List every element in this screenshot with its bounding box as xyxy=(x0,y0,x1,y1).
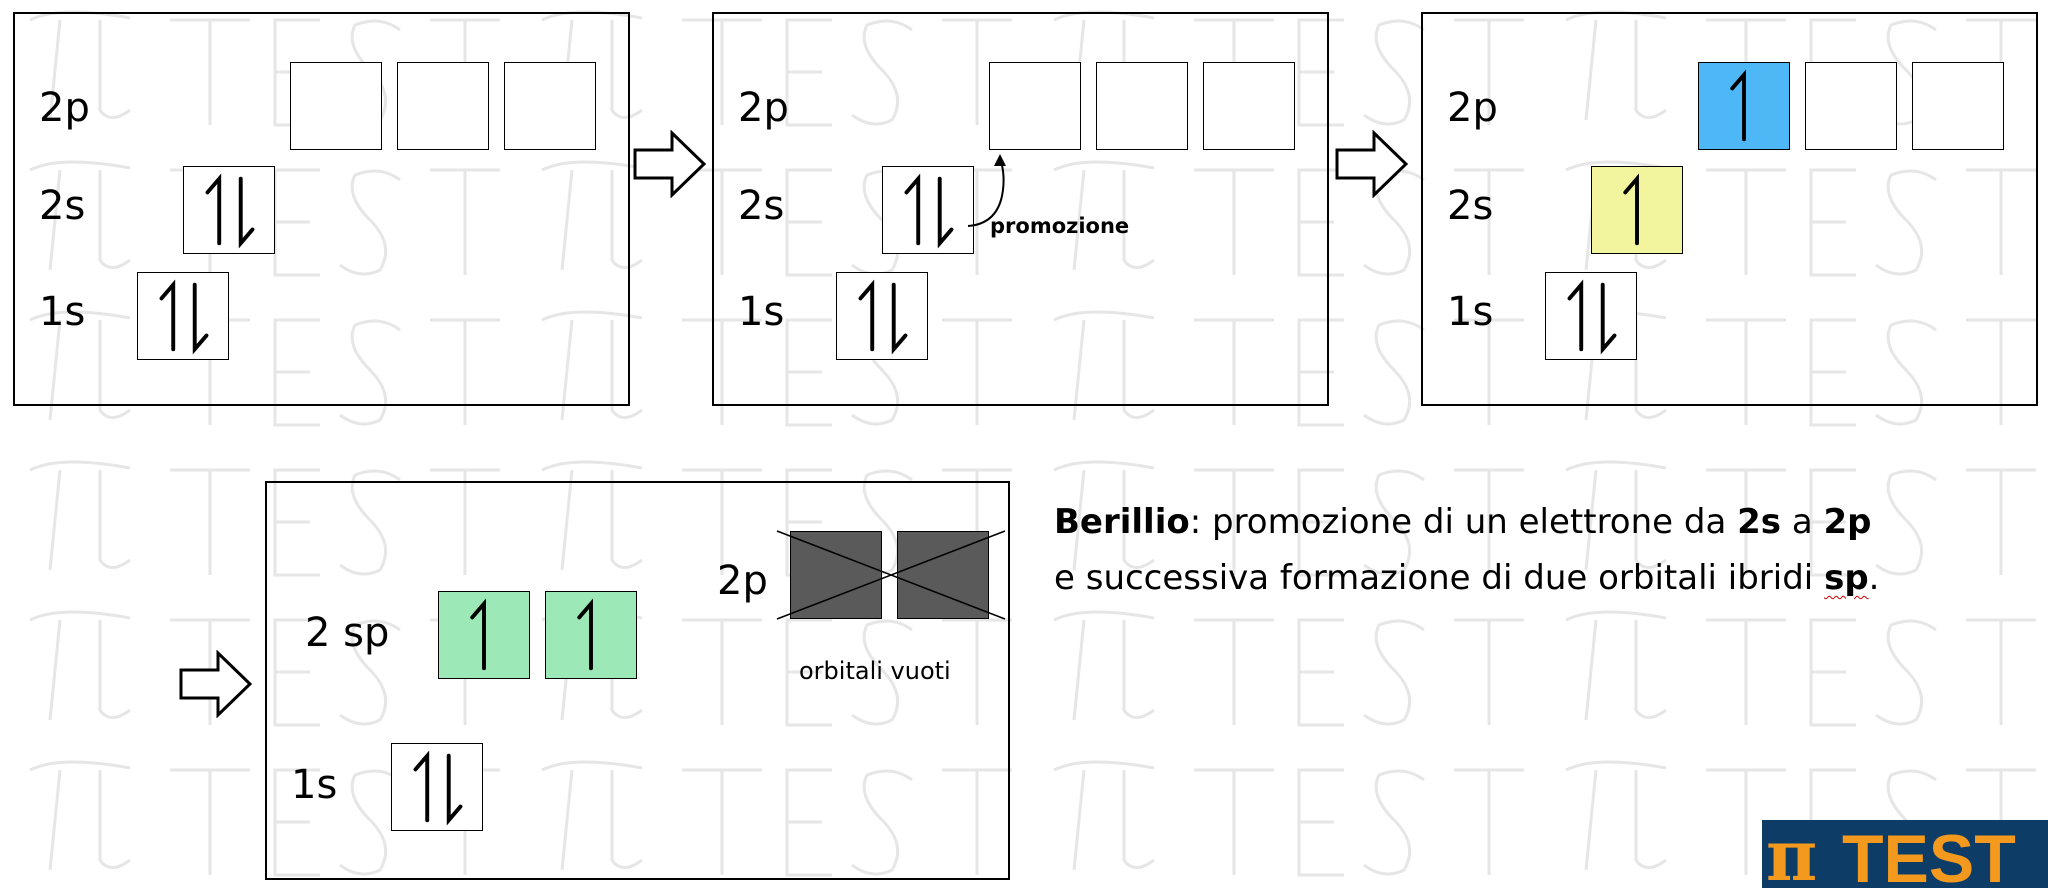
orbital-2p-empty-2 xyxy=(897,531,989,619)
logo-text: TEST xyxy=(1842,821,2016,888)
label-1s: 1s xyxy=(738,289,785,335)
label-2p: 2p xyxy=(738,85,789,131)
panel-ground-state: 2p 2s 1s xyxy=(13,12,630,406)
empty-orbitals-note: orbitali vuoti xyxy=(799,657,951,685)
orbital-2p-1 xyxy=(989,62,1081,150)
up-electron-icon xyxy=(1730,69,1746,142)
orbital-1s xyxy=(391,743,483,831)
orbital-2p-2 xyxy=(1096,62,1188,150)
caption-to: 2p xyxy=(1823,502,1872,542)
hollow-right-arrow-icon xyxy=(179,650,253,718)
orbital-2p-3 xyxy=(1912,62,2004,150)
orbital-2s xyxy=(1591,166,1683,254)
label-2s: 2s xyxy=(738,183,785,229)
orbital-2p-empty-1 xyxy=(790,531,882,619)
caption-end: . xyxy=(1868,558,1880,598)
caption-text-b: a xyxy=(1781,502,1824,542)
up-down-electron-pair-icon xyxy=(1567,279,1617,355)
orbital-2s xyxy=(882,166,974,254)
caption-from: 2s xyxy=(1737,502,1782,542)
orbital-1s xyxy=(836,272,928,360)
label-2s: 2s xyxy=(1447,183,1494,229)
label-2p: 2p xyxy=(39,85,90,131)
up-down-electron-pair-icon xyxy=(205,173,255,249)
up-electron-icon xyxy=(577,598,593,671)
caption-element: Berillio xyxy=(1054,502,1190,542)
up-down-electron-pair-icon xyxy=(413,750,463,826)
orbital-2p-2 xyxy=(1805,62,1897,150)
hollow-right-arrow-icon xyxy=(633,130,707,198)
up-electron-icon xyxy=(470,598,486,671)
up-electron-icon xyxy=(1623,173,1639,246)
label-2p: 2p xyxy=(717,558,768,604)
cross-out-icon xyxy=(776,530,1006,620)
orbital-sp-1 xyxy=(438,591,530,679)
label-2p: 2p xyxy=(1447,85,1498,131)
up-down-electron-pair-icon xyxy=(159,279,209,355)
orbital-2s xyxy=(183,166,275,254)
promotion-note: promozione xyxy=(990,214,1130,238)
orbital-2p-2 xyxy=(397,62,489,150)
caption: Berillio: promozione di un elettrone da … xyxy=(1054,494,2034,606)
orbital-2p-1 xyxy=(290,62,382,150)
up-down-electron-pair-icon xyxy=(858,279,908,355)
caption-text-a: : promozione di un elettrone da xyxy=(1189,502,1738,542)
label-1s: 1s xyxy=(39,289,86,335)
orbital-2p-3 xyxy=(1203,62,1295,150)
hollow-right-arrow-icon xyxy=(1335,130,1409,198)
orbital-2p-3 xyxy=(504,62,596,150)
panel-excited-state: 2p 2s 1s xyxy=(1421,12,2038,406)
logo: π TEST xyxy=(1762,820,2048,888)
caption-hybrid: sp xyxy=(1824,558,1869,598)
orbital-2p-1 xyxy=(1698,62,1790,150)
orbital-1s xyxy=(137,272,229,360)
orbital-1s xyxy=(1545,272,1637,360)
label-2sp: 2 sp xyxy=(305,610,390,656)
orbital-sp-2 xyxy=(545,591,637,679)
label-2s: 2s xyxy=(39,183,86,229)
curved-arrow-icon xyxy=(967,154,1006,227)
label-1s: 1s xyxy=(291,762,338,808)
panel-hybridization: 2 sp 1s 2p orbitali vuoti xyxy=(265,481,1010,880)
up-down-electron-pair-icon xyxy=(904,173,954,249)
logo-mark: π TEST xyxy=(1766,820,2016,888)
caption-text-c: e successiva formazione di due orbitali … xyxy=(1054,558,1825,598)
panel-promotion: 2p 2s 1s promozione xyxy=(712,12,1329,406)
label-1s: 1s xyxy=(1447,289,1494,335)
logo-symbol: π xyxy=(1766,820,1817,888)
